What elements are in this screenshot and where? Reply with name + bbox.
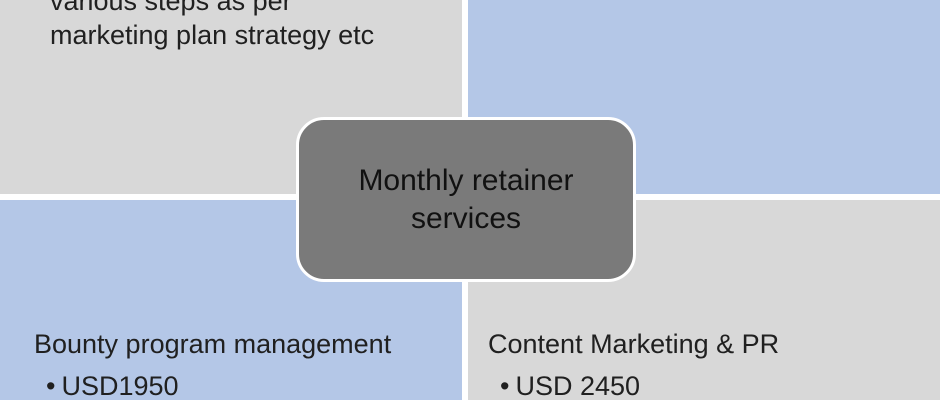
top-left-text: various steps as per marketing plan stra… — [50, 0, 460, 52]
bounty-price-bullet: •USD1950 — [46, 370, 179, 400]
top-left-line: marketing plan strategy etc — [50, 20, 375, 50]
bounty-price: USD1950 — [61, 371, 179, 400]
quadrant-top-left: various steps as per marketing plan stra… — [0, 0, 462, 194]
content-marketing-price-bullet: •USD 2450 — [500, 370, 640, 400]
content-marketing-price: USD 2450 — [515, 371, 641, 400]
bounty-heading: Bounty program management — [34, 329, 392, 359]
bullet-dot-icon: • — [46, 371, 56, 400]
center-node: Monthly retainer services — [296, 117, 636, 282]
top-left-line: various steps as per — [50, 0, 292, 16]
center-label: Monthly retainer services — [358, 163, 574, 235]
bullet-dot-icon: • — [500, 371, 510, 400]
content-marketing-heading: Content Marketing & PR — [488, 329, 780, 359]
